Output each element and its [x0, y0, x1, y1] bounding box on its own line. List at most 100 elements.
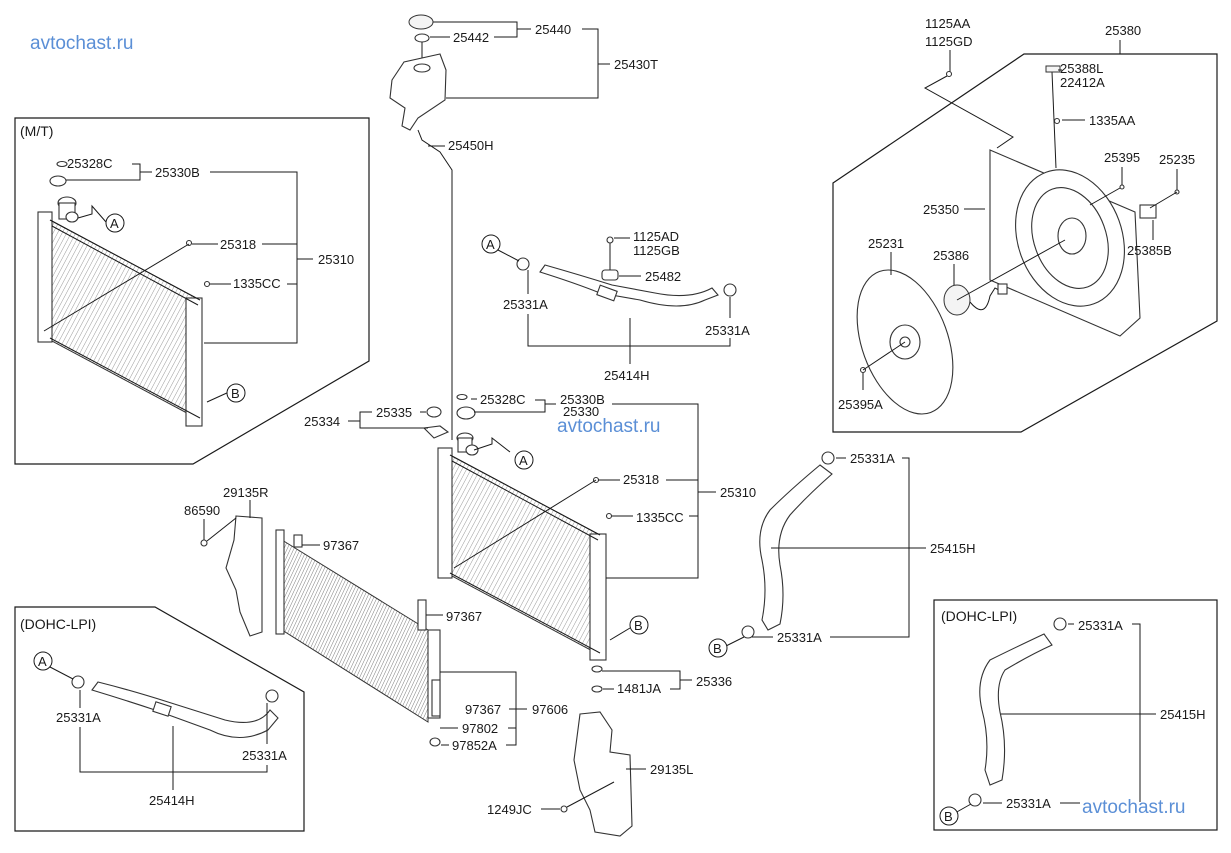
- main-drain-plug-label: 25318: [623, 472, 659, 487]
- insulator-label: 25335: [376, 405, 412, 420]
- lower-insulator-assy-label: 25336: [696, 674, 732, 689]
- watermark: avtochast.ru: [557, 416, 661, 437]
- lower-hose-group: 25331A 25415H 25331A B: [708, 451, 976, 658]
- dohc-right-panel: (DOHC-LPI) 25331A 25415H 25331A B: [933, 599, 1218, 831]
- lower-hose-label: 25415H: [930, 541, 976, 556]
- upper-hose-group: A 1125AD 1125GB 25482 25331A 25331A 2541…: [481, 229, 750, 383]
- shroud-label: 25350: [923, 202, 959, 217]
- condenser-group: 29135R 86590 97367 97367 97367 97606 978…: [184, 485, 568, 753]
- lower-clamp-bottom-label: 25331A: [777, 630, 822, 645]
- fan-shroud-panel: 25380 1125AA 1125GD 25388L 22412A 1335AA…: [832, 16, 1218, 433]
- main-radiator-drawing: [449, 454, 601, 656]
- leader-line: [497, 249, 520, 262]
- mt-plug-label: 25328C: [67, 156, 113, 171]
- reference-marker-b: [226, 383, 246, 403]
- resistor-screw-label: 25235: [1159, 152, 1195, 167]
- leader-line: [614, 237, 641, 277]
- lower-hose-drawing: [759, 464, 833, 631]
- reference-marker-a-text: A: [38, 654, 47, 669]
- bolt-1125gd-label: 1125GD: [925, 34, 972, 49]
- watermark: avtochast.ru: [30, 33, 134, 54]
- bracket-side-label: 97367: [446, 609, 482, 624]
- dohc-left-clamp-left-label: 25331A: [56, 710, 101, 725]
- reference-marker-b: [629, 615, 649, 635]
- upper-clamp-right-label: 25331A: [705, 323, 750, 338]
- leader-line: [43, 243, 190, 332]
- leader-line: [204, 171, 298, 344]
- leader-line: [79, 690, 268, 790]
- condenser-assy-label: 97606: [532, 702, 568, 717]
- receiver-drier-label: 97802: [462, 721, 498, 736]
- leader-line: [609, 627, 631, 641]
- resistor-drawing: [1139, 204, 1157, 219]
- mt-panel: (M/T) 25328C 25330B 25318 1335CC 25310: [14, 117, 370, 465]
- fan-label: 25231: [868, 236, 904, 251]
- main-cap-label: 25330B: [560, 392, 605, 407]
- seal-r-drawing: [225, 515, 263, 637]
- dohc-left-clamp-right-label: 25331A: [242, 748, 287, 763]
- dohc-right-hose-drawing: [979, 633, 1053, 786]
- mt-bolt-label: 1335CC: [233, 276, 281, 291]
- reference-marker-b-text: B: [713, 641, 722, 656]
- main-bolt-label: 1335CC: [636, 510, 684, 525]
- dohc-left-frame: [14, 606, 305, 832]
- dohc-left-hose-label: 25414H: [149, 793, 195, 808]
- leader-line: [49, 666, 74, 680]
- seal-l-group: 29135L 1249JC: [487, 711, 693, 837]
- main-radiator-group: 25334 25335 25328C 25330B 25330 25318 13…: [304, 392, 756, 696]
- overflow-hose-drawing: [417, 129, 453, 440]
- reference-marker-a: [33, 651, 53, 671]
- leader-line: [453, 479, 597, 569]
- overflow-hose-label: 25450H: [448, 138, 494, 153]
- shroud-assy-label: 25380: [1105, 23, 1141, 38]
- leader-line: [77, 204, 107, 223]
- leader-line: [66, 163, 152, 181]
- reference-marker-b-text: B: [231, 386, 240, 401]
- leader-line: [440, 671, 527, 746]
- mt-drain-plug-label: 25318: [220, 237, 256, 252]
- bracket-assy-label: 25334: [304, 414, 340, 429]
- leader-line: [964, 69, 1178, 210]
- nut-25395-label: 25395: [1104, 150, 1140, 165]
- leader-line: [598, 403, 716, 579]
- reference-marker-a-text: A: [519, 453, 528, 468]
- label-25388l: 25388L: [1060, 61, 1103, 76]
- mt-radiator-drawing: [37, 160, 211, 427]
- bracket-low-label: 97367: [465, 702, 501, 717]
- reservoir-cap-drawing: [408, 14, 434, 30]
- condenser-bolt-label: 86590: [184, 503, 220, 518]
- leader-line: [862, 220, 1154, 390]
- bracket-top-label: 97367: [323, 538, 359, 553]
- fan-nut-label: 25395A: [838, 397, 883, 412]
- reference-marker-b-text: B: [634, 618, 643, 633]
- reference-marker-b: [939, 806, 959, 826]
- label-22412a: 22412A: [1060, 75, 1105, 90]
- dohc-left-panel: (DOHC-LPI) A 25331A 25331A 25414H: [14, 606, 305, 832]
- seal-l-drawing: [573, 711, 633, 837]
- lower-nut-label: 1481JA: [617, 681, 661, 696]
- leader-line: [430, 21, 531, 38]
- lower-clamp-top-label: 25331A: [850, 451, 895, 466]
- leader-line: [192, 243, 313, 285]
- reference-marker-a: [481, 234, 501, 254]
- mt-radiator-assy-label: 25310: [318, 252, 354, 267]
- leader-line: [527, 270, 731, 364]
- leader-line: [203, 500, 443, 616]
- leader-line: [983, 623, 1156, 804]
- reference-marker-b-text: B: [944, 809, 953, 824]
- seal-r-label: 29135R: [223, 485, 269, 500]
- motor-label: 25386: [933, 248, 969, 263]
- upper-hose-label: 25414H: [604, 368, 650, 383]
- leader-line: [862, 187, 1178, 371]
- upper-hose-drawing: [539, 264, 719, 307]
- seal-l-bolt-label: 1249JC: [487, 802, 532, 817]
- mt-panel-frame: [14, 117, 370, 465]
- reference-marker-a-text: A: [486, 237, 495, 252]
- mt-cap-label: 25330B: [155, 165, 200, 180]
- main-plug-label: 25328C: [480, 392, 526, 407]
- leader-line: [923, 75, 1014, 149]
- resistor-label: 25385B: [1127, 243, 1172, 258]
- leader-line: [420, 398, 556, 413]
